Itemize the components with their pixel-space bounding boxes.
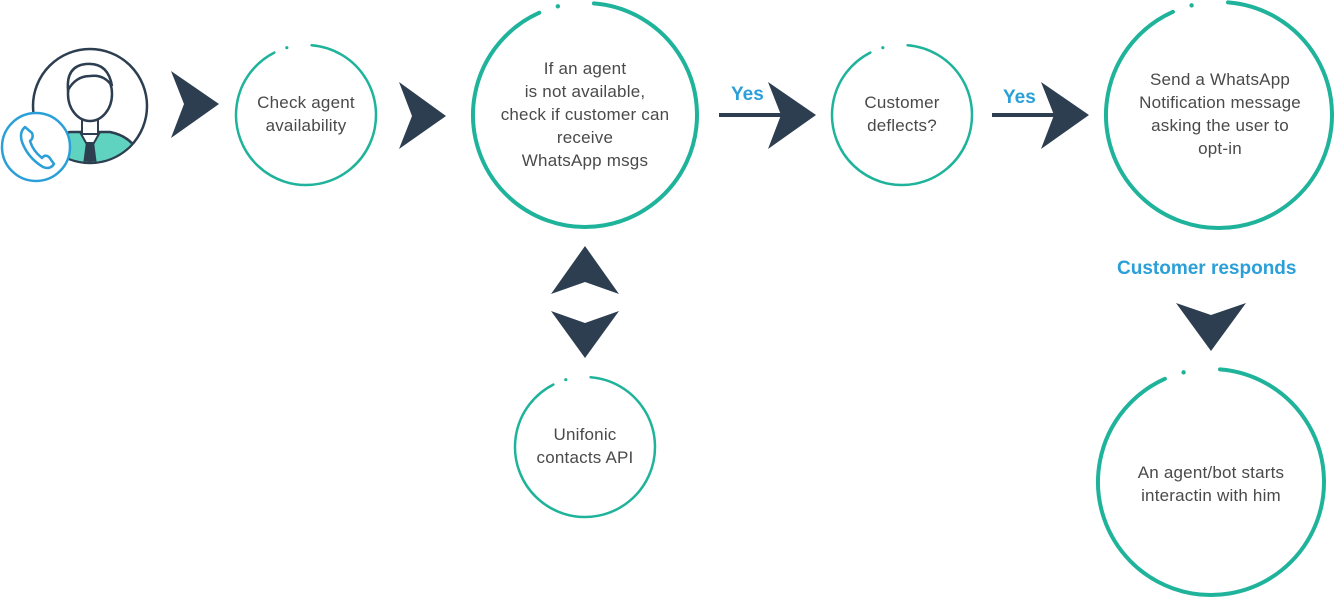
ring-customer-deflects-dot [881, 46, 885, 50]
ring-agent-starts [1096, 367, 1326, 597]
chevron-down-icon [551, 311, 619, 358]
node-agent-not-available: If an agent is not available, check if c… [500, 58, 670, 170]
process-rings [234, 0, 1334, 597]
chevron-right-icon [399, 82, 446, 149]
node-customer-deflects: Customer deflects? [864, 93, 940, 135]
ring-send-notification-dot [1189, 3, 1194, 8]
node-send-notification: Send a WhatsApp Notification message ask… [1139, 70, 1301, 158]
ring-check-agent-dot [285, 46, 289, 50]
ring-agent-not-available [471, 1, 699, 229]
node-agent-starts: An agent/bot starts interactin with him [1137, 463, 1285, 505]
ring-agent-starts-dot [1181, 370, 1186, 375]
edge-label-customer-responds: Customer responds [1117, 258, 1297, 279]
ring-customer-deflects [830, 43, 974, 187]
arrow-right-icon [992, 82, 1089, 149]
edge-label-yes: Yes [731, 84, 764, 105]
phone-icon [0, 111, 72, 183]
ring-send-notification [1104, 0, 1334, 230]
ring-unifonic-api-dot [564, 378, 568, 382]
chevron-up-icon [551, 246, 619, 294]
ring-unifonic-api [513, 375, 657, 519]
ring-check-agent [234, 43, 378, 187]
ring-agent-not-available-dot [555, 4, 561, 9]
chevron-down-icon [1176, 303, 1246, 351]
arrow-right-icon [719, 82, 816, 149]
edge-label-yes: Yes [1003, 87, 1036, 108]
node-unifonic-api: Unifonic contacts API [536, 425, 634, 467]
chevron-right-icon [171, 71, 219, 138]
node-check-agent: Check agent availability [257, 93, 355, 135]
